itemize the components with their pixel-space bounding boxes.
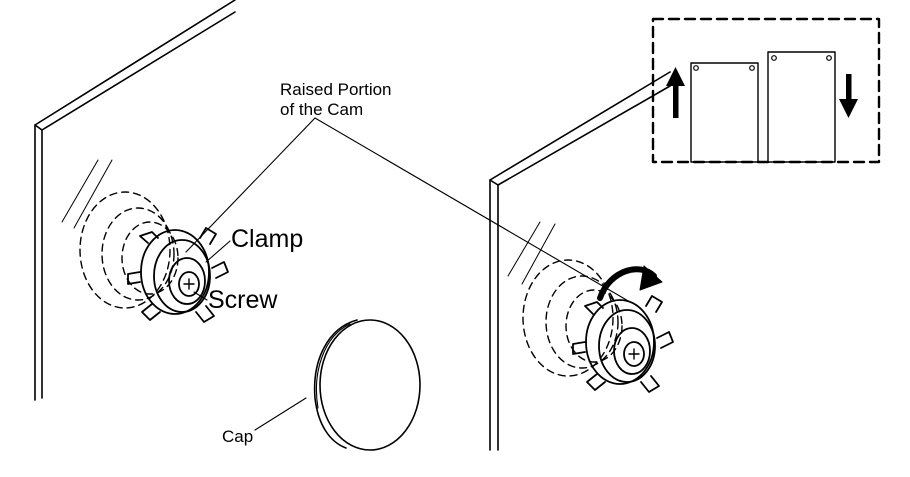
right-glass-panel [489,71,671,451]
right-clamp-assembly [572,295,674,393]
leader-lines [185,117,631,431]
curved-arrow-icon [597,265,663,301]
raised-portion-label-line1: Raised Portion [280,80,392,99]
cap-shape [313,319,421,451]
right-cam-dashed-outline [522,259,623,377]
left-cam-dashed-outline [79,191,179,309]
screw-label: Screw [208,286,278,314]
arrow-down-icon [839,74,858,118]
arrow-up-icon [666,67,685,118]
raised-portion-label: Raised Portion of the Cam [280,80,392,119]
clamp-label: Clamp [231,225,304,253]
inset-box [651,17,881,164]
left-clamp-assembly [127,227,229,323]
raised-portion-label-line2: of the Cam [280,99,364,119]
left-glass-panel [34,0,236,401]
cap-label: Cap [222,427,254,446]
